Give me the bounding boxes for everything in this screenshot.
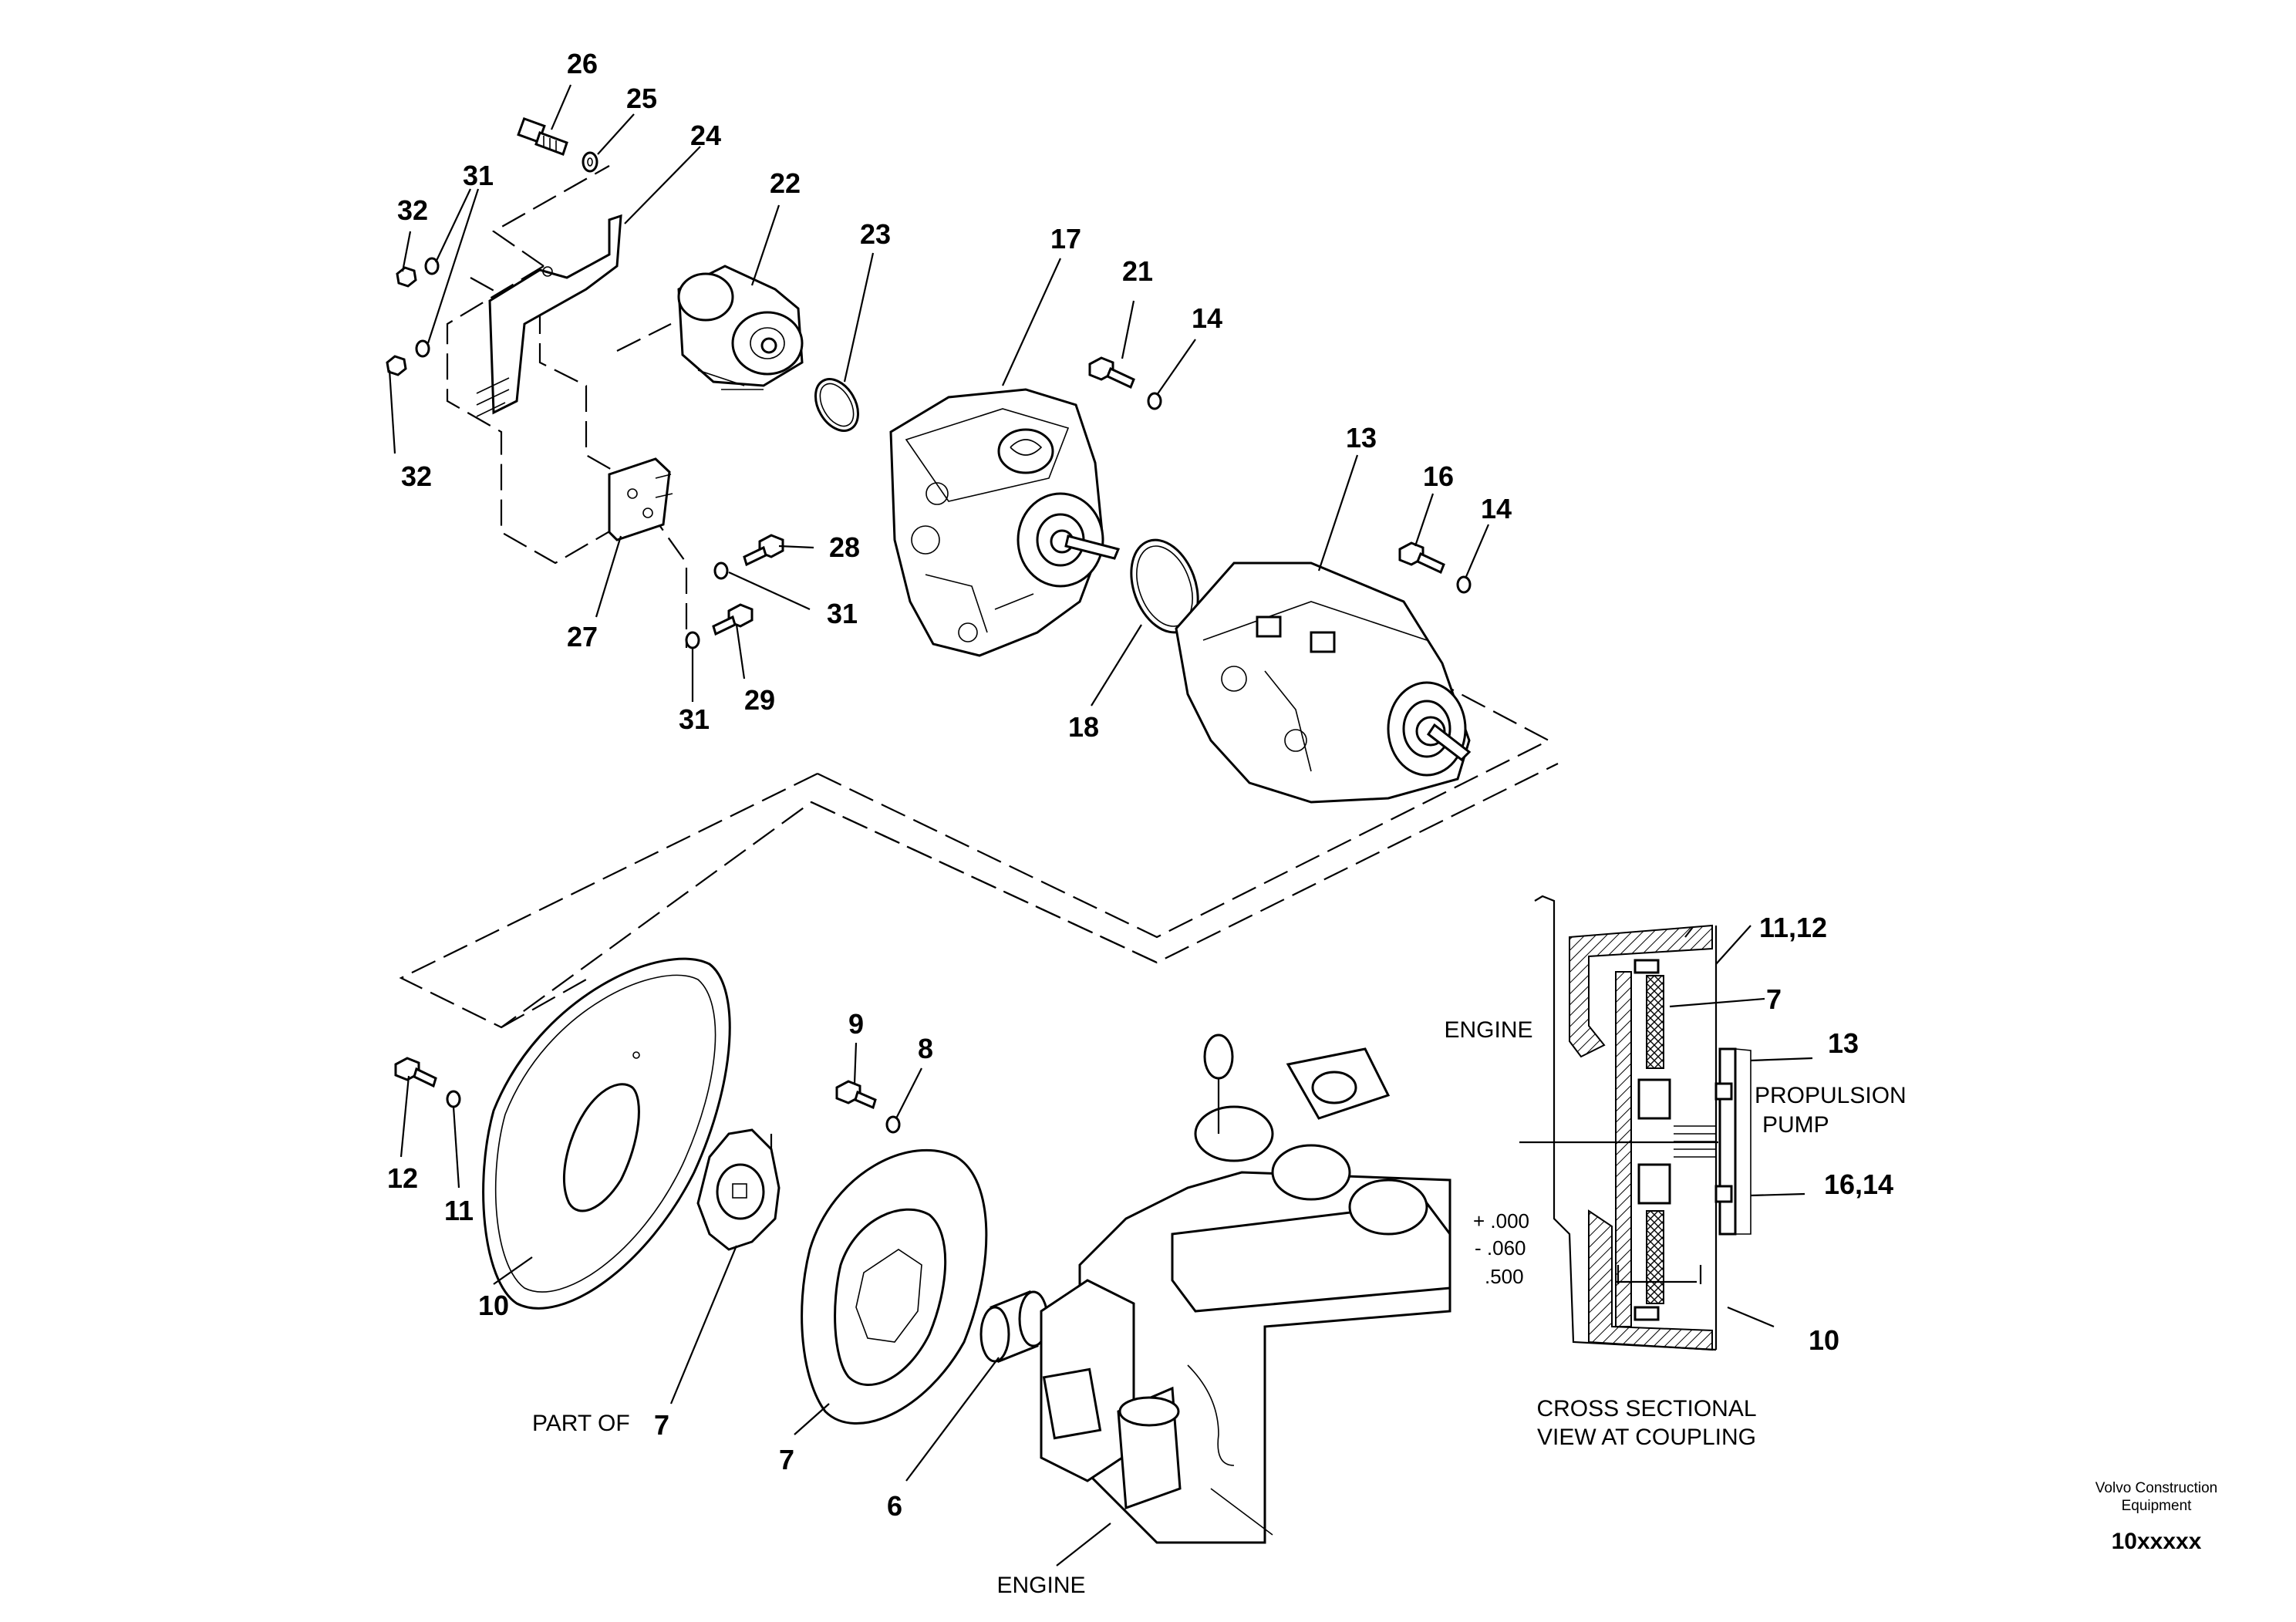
bolt-26 <box>517 116 568 156</box>
nuts-32-washers-31 <box>386 257 440 376</box>
hydraulic-pump-17 <box>889 388 1121 657</box>
callout-16: 16 <box>1423 460 1454 492</box>
propulsion-pump-13 <box>1175 561 1472 804</box>
coupling-element-7 <box>696 1128 781 1251</box>
propulsion-label: PROPULSION <box>1755 1083 1907 1108</box>
callout-8: 8 <box>918 1033 933 1064</box>
callout-29: 29 <box>744 684 775 716</box>
callout-11: 11 <box>444 1195 474 1226</box>
callout-21: 21 <box>1122 255 1153 287</box>
flexible-coupling-flange-7 <box>801 1148 988 1425</box>
tolerance-plus: + .000 <box>1473 1209 1529 1233</box>
callout-26: 26 <box>567 48 598 79</box>
section-callout-7: 7 <box>1766 983 1782 1015</box>
gear-pump-22 <box>677 265 804 390</box>
bolt-16-washer-14 <box>1398 541 1472 594</box>
callout-31-mid: 31 <box>827 598 858 629</box>
cross-section-view <box>1519 895 1813 1351</box>
part-of-label: PART OF <box>532 1411 630 1436</box>
callout-24: 24 <box>690 120 721 151</box>
footer: Volvo Construction Equipment 10xxxxx <box>2095 1480 2217 1554</box>
callout-labels: 26 25 24 22 23 17 21 14 31 32 32 28 31 2… <box>387 48 1512 1598</box>
bracket-24 <box>476 214 622 417</box>
callout-6: 6 <box>887 1490 902 1522</box>
callout-18: 18 <box>1068 711 1099 743</box>
callout-13: 13 <box>1346 422 1377 454</box>
section-callout-16-14: 16,14 <box>1824 1168 1893 1200</box>
callout-14-lower: 14 <box>1481 493 1512 524</box>
engine <box>1040 1034 1451 1544</box>
assembly-dashed-lines <box>399 165 1559 1180</box>
bolts-28-29-washers-31 <box>685 534 784 649</box>
tolerance-value: .500 <box>1485 1265 1524 1288</box>
o-ring-18 <box>1130 538 1199 634</box>
spacer-6 <box>979 1290 1049 1364</box>
callout-27: 27 <box>567 621 598 653</box>
section-callout-13: 13 <box>1828 1027 1859 1059</box>
section-engine-label: ENGINE <box>1444 1017 1532 1043</box>
callout-10: 10 <box>478 1290 509 1321</box>
drawing-number: 10xxxxx <box>2112 1529 2202 1554</box>
pump-label: PUMP <box>1762 1112 1829 1138</box>
callout-22: 22 <box>770 167 801 199</box>
washer-25 <box>582 151 598 173</box>
cross-section-labels: ENGINE 11,12 7 13 PROPULSION PUMP 16,14 … <box>1444 912 1906 1450</box>
bolt-9-washer-8 <box>835 1080 901 1134</box>
callout-28: 28 <box>829 531 860 563</box>
callout-31-upper: 31 <box>463 160 494 191</box>
bolt-21-washer-14 <box>1088 356 1162 410</box>
callout-25: 25 <box>626 83 657 114</box>
bracket-27 <box>608 457 673 541</box>
bolt-12-washer-11 <box>394 1057 461 1108</box>
brand-line-1: Volvo Construction <box>2095 1480 2217 1496</box>
callout-23: 23 <box>860 218 891 250</box>
callout-9: 9 <box>848 1008 864 1040</box>
brand-line-2: Equipment <box>2122 1498 2193 1514</box>
caption-line-1: CROSS SECTIONAL <box>1536 1396 1756 1421</box>
leader-lines <box>388 84 1490 1566</box>
callout-31-lower: 31 <box>679 703 710 735</box>
callout-12: 12 <box>387 1162 418 1194</box>
callout-14-upper: 14 <box>1192 302 1222 334</box>
callout-7-part-of: 7 <box>654 1409 669 1441</box>
callout-32-lower: 32 <box>401 460 432 492</box>
callout-32-upper: 32 <box>397 194 428 226</box>
o-ring-23 <box>814 378 859 432</box>
engine-label-bottom: ENGINE <box>996 1573 1085 1598</box>
tolerance-minus: - .060 <box>1475 1236 1526 1259</box>
section-callout-10: 10 <box>1809 1324 1839 1356</box>
caption-line-2: VIEW AT COUPLING <box>1537 1425 1756 1450</box>
section-callout-11-12: 11,12 <box>1759 912 1827 943</box>
callout-17: 17 <box>1050 223 1081 255</box>
callout-7-flange: 7 <box>779 1444 794 1475</box>
adapter-plate-10 <box>482 957 731 1310</box>
